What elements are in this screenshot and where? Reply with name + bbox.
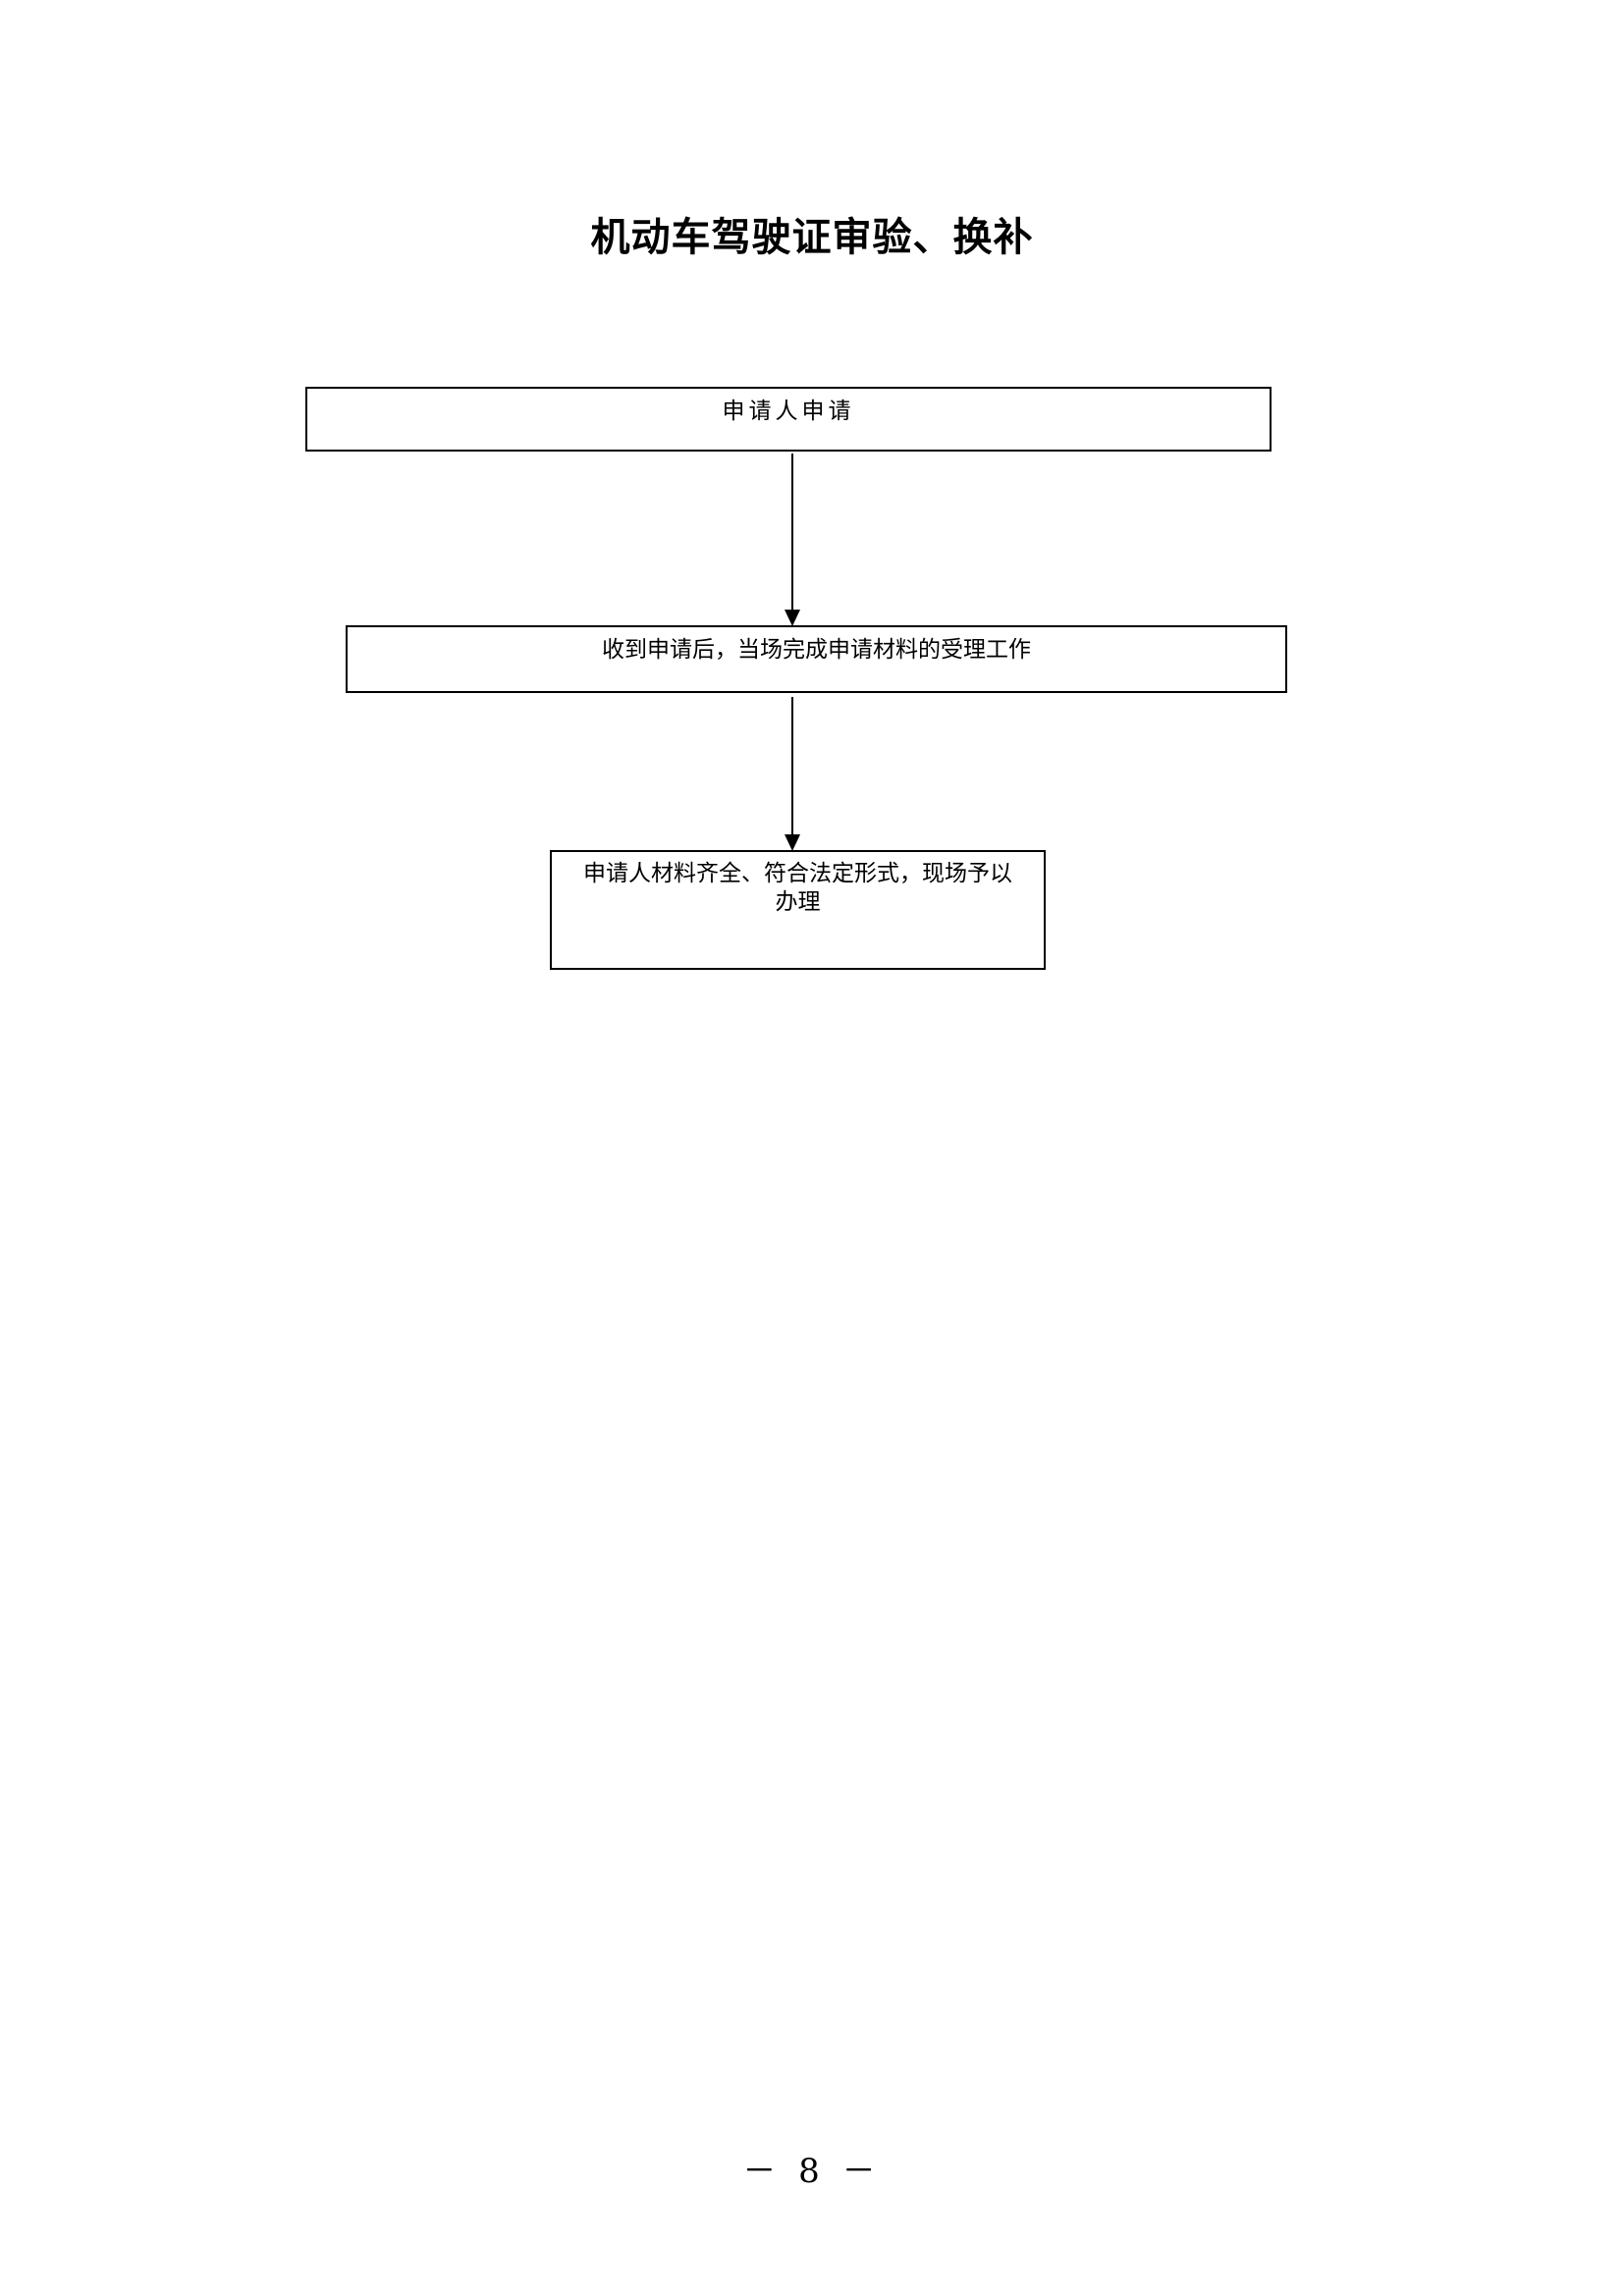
flow-step-application: 申请人申请	[305, 387, 1272, 452]
page-number: － 8 －	[742, 2152, 882, 2191]
arrow-step1-to-step2	[785, 454, 800, 626]
flow-step-label: 申请人申请	[722, 399, 855, 424]
flow-step-label: 申请人材料齐全、符合法定形式，现场予以办理	[583, 861, 1012, 915]
flow-step-acceptance: 收到申请后，当场完成申请材料的受理工作	[346, 625, 1287, 693]
flow-step-label: 收到申请后，当场完成申请材料的受理工作	[602, 637, 1031, 663]
flow-step-processing: 申请人材料齐全、符合法定形式，现场予以办理	[550, 850, 1046, 970]
page-title: 机动车驾驶证审验、换补	[590, 214, 1034, 260]
arrow-step2-to-step3	[785, 697, 800, 851]
